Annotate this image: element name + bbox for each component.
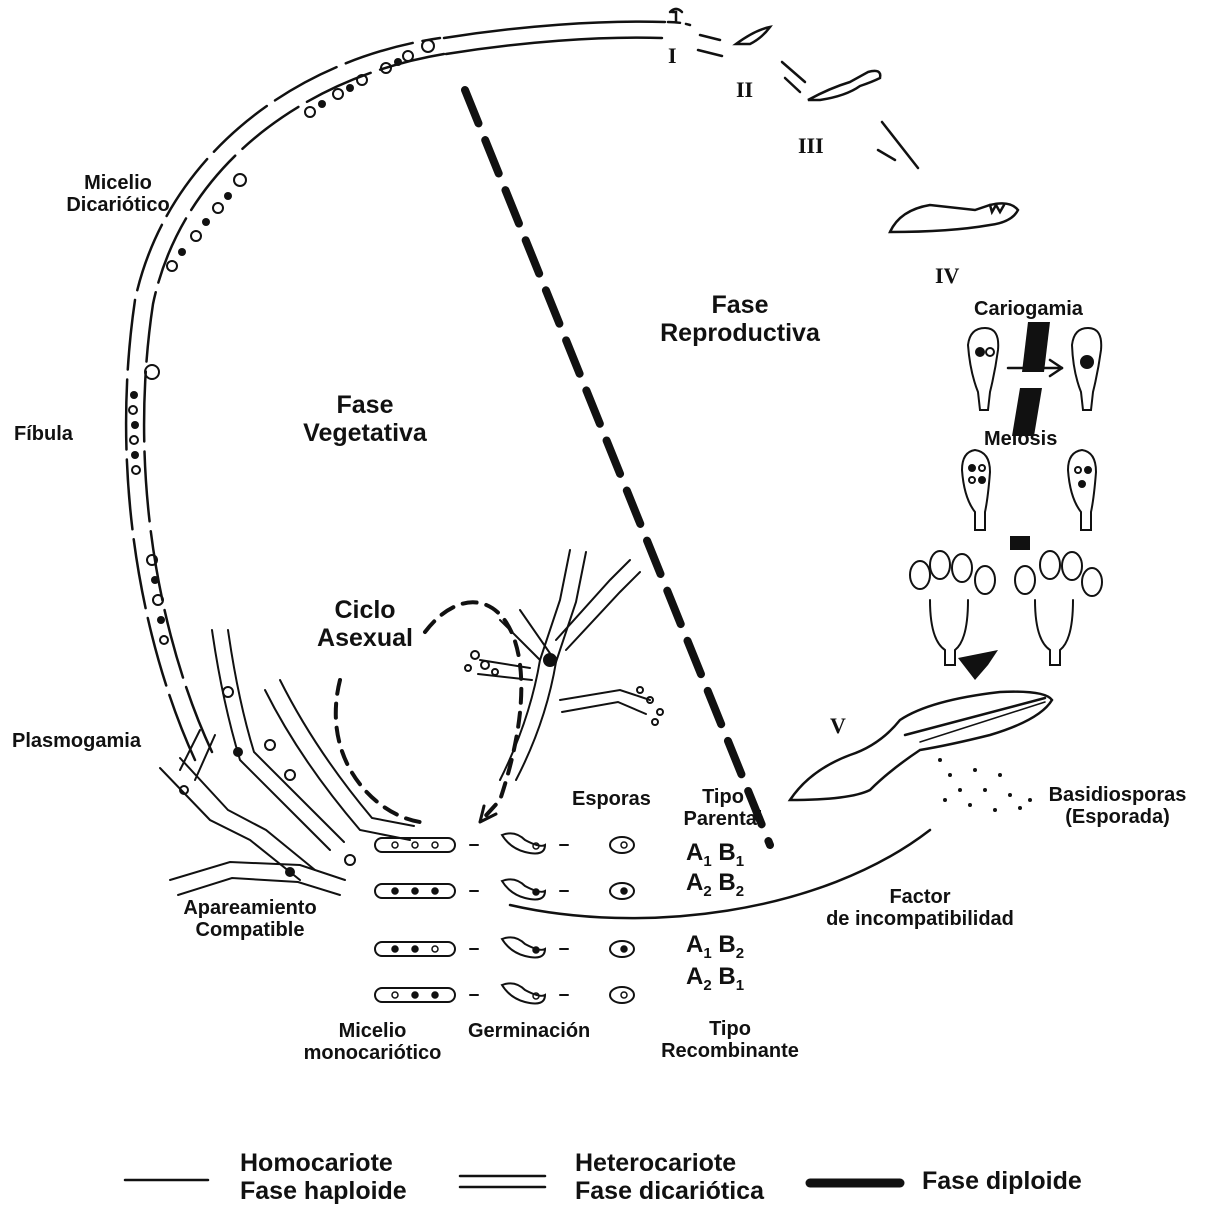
esporas-label: Esporas: [572, 788, 651, 810]
basidiosporas-line1: Basidiosporas: [1030, 784, 1205, 806]
tipo-parental-line1: Tipo: [668, 786, 778, 808]
stage-III-label: III: [798, 134, 824, 158]
allele-b-letter: B: [718, 931, 735, 958]
ciclo-asexual-line1: Ciclo: [300, 597, 430, 625]
allele-b-index: 2: [736, 883, 744, 900]
phase-vegetativa-line1: Fase: [290, 392, 440, 420]
stage-IV-label: IV: [935, 264, 959, 288]
ciclo-asexual-line2: Asexual: [300, 625, 430, 653]
phase-vegetativa-label: Fase Vegetativa: [290, 392, 440, 447]
legend-homocariote-line2: Fase haploide: [240, 1178, 407, 1206]
allele-a-index: 1: [703, 945, 711, 962]
allele-a-index: 2: [703, 883, 711, 900]
allele-a-letter: A: [686, 839, 703, 866]
legend-heterocariote-line2: Fase dicariótica: [575, 1178, 764, 1206]
genotype-recombinante-1: A1 B2: [686, 932, 744, 962]
plasmogamia-label: Plasmogamia: [12, 730, 141, 752]
allele-a-index: 2: [703, 977, 711, 994]
reproductive-boundary-line: [465, 90, 770, 845]
factor-line1: Factor: [800, 886, 1040, 908]
phase-vegetativa-line2: Vegetativa: [290, 420, 440, 448]
mature-mushroom: [790, 692, 1052, 800]
germinacion-label: Germinación: [468, 1020, 590, 1042]
clamp-connections: [129, 40, 434, 644]
tipo-recombinante-label: Tipo Recombinante: [625, 1018, 835, 1062]
cariogamia-label: Cariogamia: [974, 298, 1083, 320]
tipo-parental-label: Tipo Parental: [668, 786, 778, 830]
meiosis-label: Meiosis: [984, 428, 1057, 450]
tipo-parental-line2: Parental: [668, 808, 778, 830]
allele-b-index: 2: [736, 945, 744, 962]
basidiospore-dots: [938, 758, 1032, 812]
apareamiento-line2: Compatible: [165, 919, 335, 941]
genotype-recombinante-2: A2 B1: [686, 964, 744, 994]
conidiophore-structure: [465, 550, 663, 780]
allele-b-letter: B: [718, 963, 735, 990]
tipo-recombinante-line1: Tipo: [625, 1018, 835, 1040]
micelio-dicariotico-label: Micelio Dicariótico: [48, 172, 188, 216]
monokaryon-nuclei: [392, 842, 627, 999]
fibula-label: Fíbula: [14, 423, 73, 445]
stage-II-label: II: [736, 78, 753, 102]
ciclo-asexual-label: Ciclo Asexual: [300, 597, 430, 652]
monokaryon-rows: [375, 833, 634, 1003]
allele-a-index: 1: [703, 853, 711, 870]
apareamiento-line1: Apareamiento: [165, 897, 335, 919]
legend-diploide: Fase diploide: [922, 1168, 1082, 1196]
basidiosporas-label: Basidiosporas (Esporada): [1030, 784, 1205, 828]
genotype-parental-1: A1 B1: [686, 840, 744, 870]
legend-heterocariote-line1: Heterocariote: [575, 1150, 764, 1178]
allele-a-letter: A: [686, 931, 703, 958]
tipo-recombinante-line2: Recombinante: [625, 1040, 835, 1062]
micelio-monocariotico-label: Micelio monocariótico: [285, 1020, 460, 1064]
hyphal-network: [160, 630, 414, 895]
micelio-monocariotico-line2: monocariótico: [285, 1042, 460, 1064]
genotype-parental-2: A2 B2: [686, 870, 744, 900]
factor-incompatibilidad-label: Factor de incompatibilidad: [800, 886, 1040, 930]
allele-b-letter: B: [718, 839, 735, 866]
allele-a-letter: A: [686, 869, 703, 896]
phase-reproductiva-line1: Fase: [640, 292, 840, 320]
legend-heterocariote: Heterocariote Fase dicariótica: [575, 1150, 764, 1205]
basidiosporas-line2: (Esporada): [1030, 806, 1205, 828]
phase-reproductiva-label: Fase Reproductiva: [640, 292, 840, 347]
micelio-dicariotico-line2: Dicariótico: [48, 194, 188, 216]
mushroom-development-stages: [668, 9, 1018, 232]
allele-b-letter: B: [718, 869, 735, 896]
micelio-dicariotico-line1: Micelio: [48, 172, 188, 194]
micelio-monocariotico-line1: Micelio: [285, 1020, 460, 1042]
phase-reproductiva-line2: Reproductiva: [640, 320, 840, 348]
basidia-illustrations: [910, 328, 1102, 665]
factor-line2: de incompatibilidad: [800, 908, 1040, 930]
legend-homocariote-line1: Homocariote: [240, 1150, 407, 1178]
stage-I-label: I: [668, 44, 677, 68]
allele-b-index: 1: [736, 853, 744, 870]
legend-homocariote: Homocariote Fase haploide: [240, 1150, 407, 1205]
apareamiento-label: Apareamiento Compatible: [165, 897, 335, 941]
allele-b-index: 1: [736, 977, 744, 994]
allele-a-letter: A: [686, 963, 703, 990]
dark-nuclei: [130, 58, 402, 624]
stage-V-label: V: [830, 714, 846, 738]
